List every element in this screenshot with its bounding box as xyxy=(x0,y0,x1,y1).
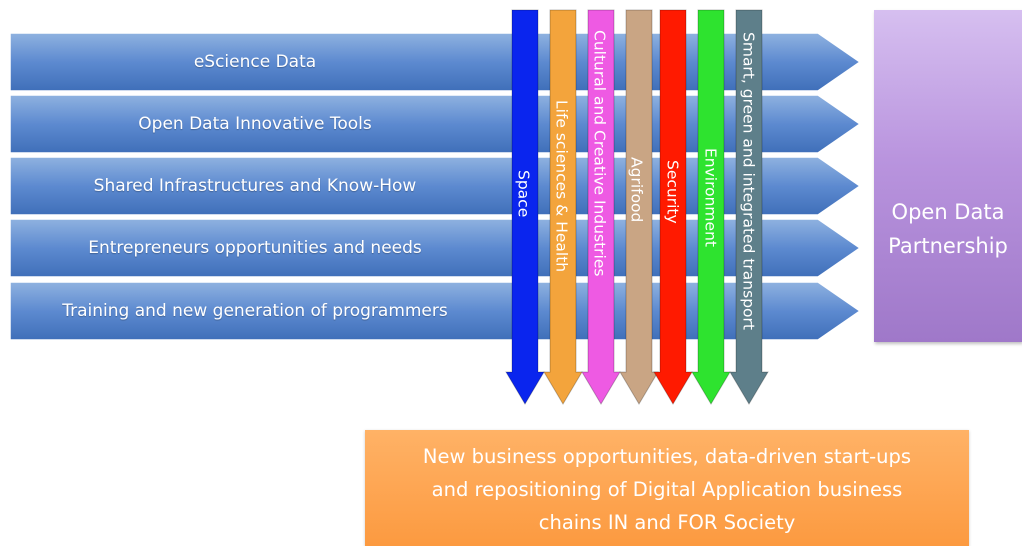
sector-arrow-cultural-creative xyxy=(581,9,621,405)
sector-label-cultural-creative: Cultural and Creative Industries xyxy=(590,30,609,277)
sector-arrow-environment xyxy=(691,9,731,405)
sector-label-life-sciences: Life sciences & Health xyxy=(552,100,571,273)
sector-label-security: Security xyxy=(663,160,682,224)
outcome-box xyxy=(365,430,969,546)
theme-label-shared-infrastructures: Shared Infrastructures and Know-How xyxy=(93,176,417,196)
sector-arrow-transport xyxy=(729,9,769,405)
sector-label-agrifood: Agrifood xyxy=(627,157,646,223)
open-data-partnership-label: Open Data Partnership xyxy=(874,195,1022,263)
open-data-partnership-box xyxy=(874,10,1022,342)
sector-arrow-agrifood xyxy=(619,9,659,405)
sector-label-transport: Smart, green and integrated transport xyxy=(739,32,758,330)
outcome-line-1: New business opportunities, data-driven … xyxy=(422,445,912,468)
partnership-line-1: Open Data xyxy=(891,200,1005,224)
sector-arrow-space xyxy=(505,9,545,405)
outcome-line-3: chains IN and FOR Society xyxy=(538,511,796,534)
theme-label-escience-data: eScience Data xyxy=(193,52,317,72)
theme-label-open-data-tools: Open Data Innovative Tools xyxy=(138,114,372,134)
theme-label-entrepreneurs: Entrepreneurs opportunities and needs xyxy=(88,238,422,258)
sector-arrow-life-sciences xyxy=(543,9,583,405)
sector-label-space: Space xyxy=(514,170,533,218)
sector-label-environment: Environment xyxy=(701,148,720,247)
theme-label-training: Training and new generation of programme… xyxy=(62,301,448,321)
partnership-line-2: Partnership xyxy=(888,234,1008,258)
outcome-line-2: and repositioning of Digital Application… xyxy=(431,478,903,501)
sector-arrow-security xyxy=(653,9,693,405)
